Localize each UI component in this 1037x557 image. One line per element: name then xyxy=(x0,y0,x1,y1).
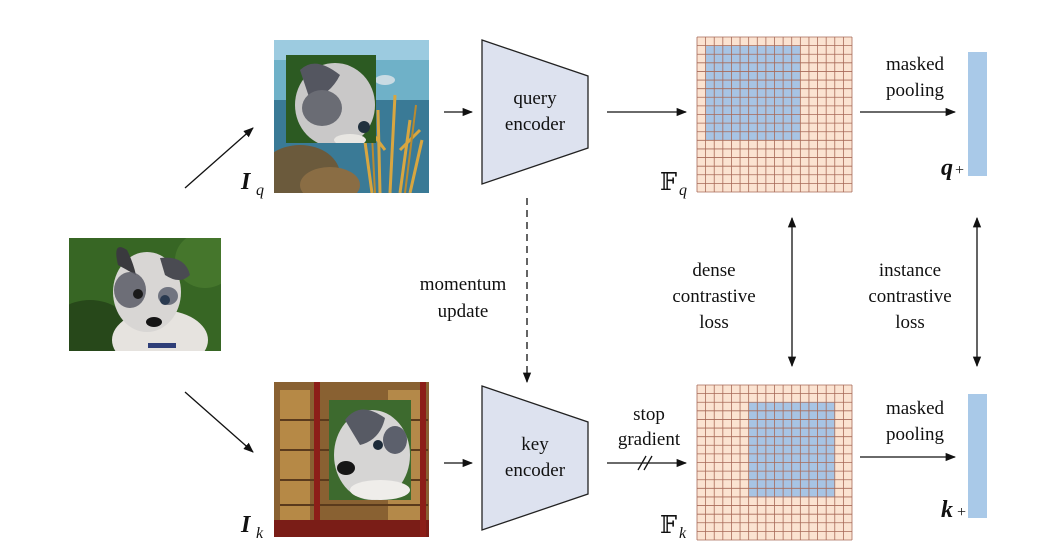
input-dog-photo xyxy=(69,238,221,351)
arrow-input-to-query xyxy=(184,127,254,189)
svg-text:k: k xyxy=(256,525,264,542)
symbol-kplus: k + xyxy=(941,497,967,523)
symbol-Fq: 𝔽 q xyxy=(660,170,687,199)
svg-text:𝔽: 𝔽 xyxy=(660,170,677,196)
svg-text:I: I xyxy=(240,169,252,195)
svg-text:k: k xyxy=(679,525,687,542)
key-encoder-label-2: encoder xyxy=(505,460,566,481)
symbol-Fk: 𝔽 k xyxy=(660,513,687,542)
masked-pooling-top-label-1: masked xyxy=(886,54,945,75)
key-encoder-label-1: key xyxy=(521,434,549,455)
stop-gradient-label-2: gradient xyxy=(618,429,681,450)
arrow-input-to-key xyxy=(184,391,254,453)
stop-gradient-label-1: stop xyxy=(633,404,665,425)
momentum-update-label-2: update xyxy=(438,301,489,322)
momentum-update-label-1: momentum xyxy=(420,274,507,295)
svg-text:q: q xyxy=(679,182,687,199)
query-encoder: query encoder xyxy=(481,39,589,185)
dense-loss-label-3: loss xyxy=(699,312,729,333)
svg-text:q: q xyxy=(941,155,953,181)
feature-map-Fq xyxy=(696,36,853,193)
svg-text:+: + xyxy=(956,504,967,521)
stop-gradient-mark xyxy=(637,455,653,471)
svg-text:q: q xyxy=(256,182,264,199)
masked-pooling-bottom-label-1: masked xyxy=(886,398,945,419)
symbol-Iq: I q xyxy=(240,169,264,199)
instance-loss-label-1: instance xyxy=(879,260,941,281)
query-encoder-label-1: query xyxy=(513,88,557,109)
svg-text:𝔽: 𝔽 xyxy=(660,513,677,539)
key-encoder: key encoder xyxy=(481,385,589,531)
instance-loss-label-3: loss xyxy=(895,312,925,333)
dense-loss-label-1: dense xyxy=(692,260,735,281)
vector-q xyxy=(968,52,987,176)
instance-loss-label-2: contrastive xyxy=(868,286,951,307)
svg-text:+: + xyxy=(954,162,965,179)
vector-k xyxy=(968,394,987,518)
svg-text:k: k xyxy=(941,497,953,523)
masked-pooling-bottom-label-2: pooling xyxy=(886,424,945,445)
query-encoder-label-2: encoder xyxy=(505,114,566,135)
masked-pooling-top-label-2: pooling xyxy=(886,80,945,101)
symbol-Ik: I k xyxy=(240,512,264,542)
grid-mask-region xyxy=(705,45,801,141)
feature-map-Fk xyxy=(696,384,853,541)
symbol-qplus: q + xyxy=(941,155,965,181)
dense-loss-label-2: contrastive xyxy=(672,286,755,307)
query-image xyxy=(274,40,429,193)
svg-text:I: I xyxy=(240,512,252,538)
key-image xyxy=(274,382,429,537)
